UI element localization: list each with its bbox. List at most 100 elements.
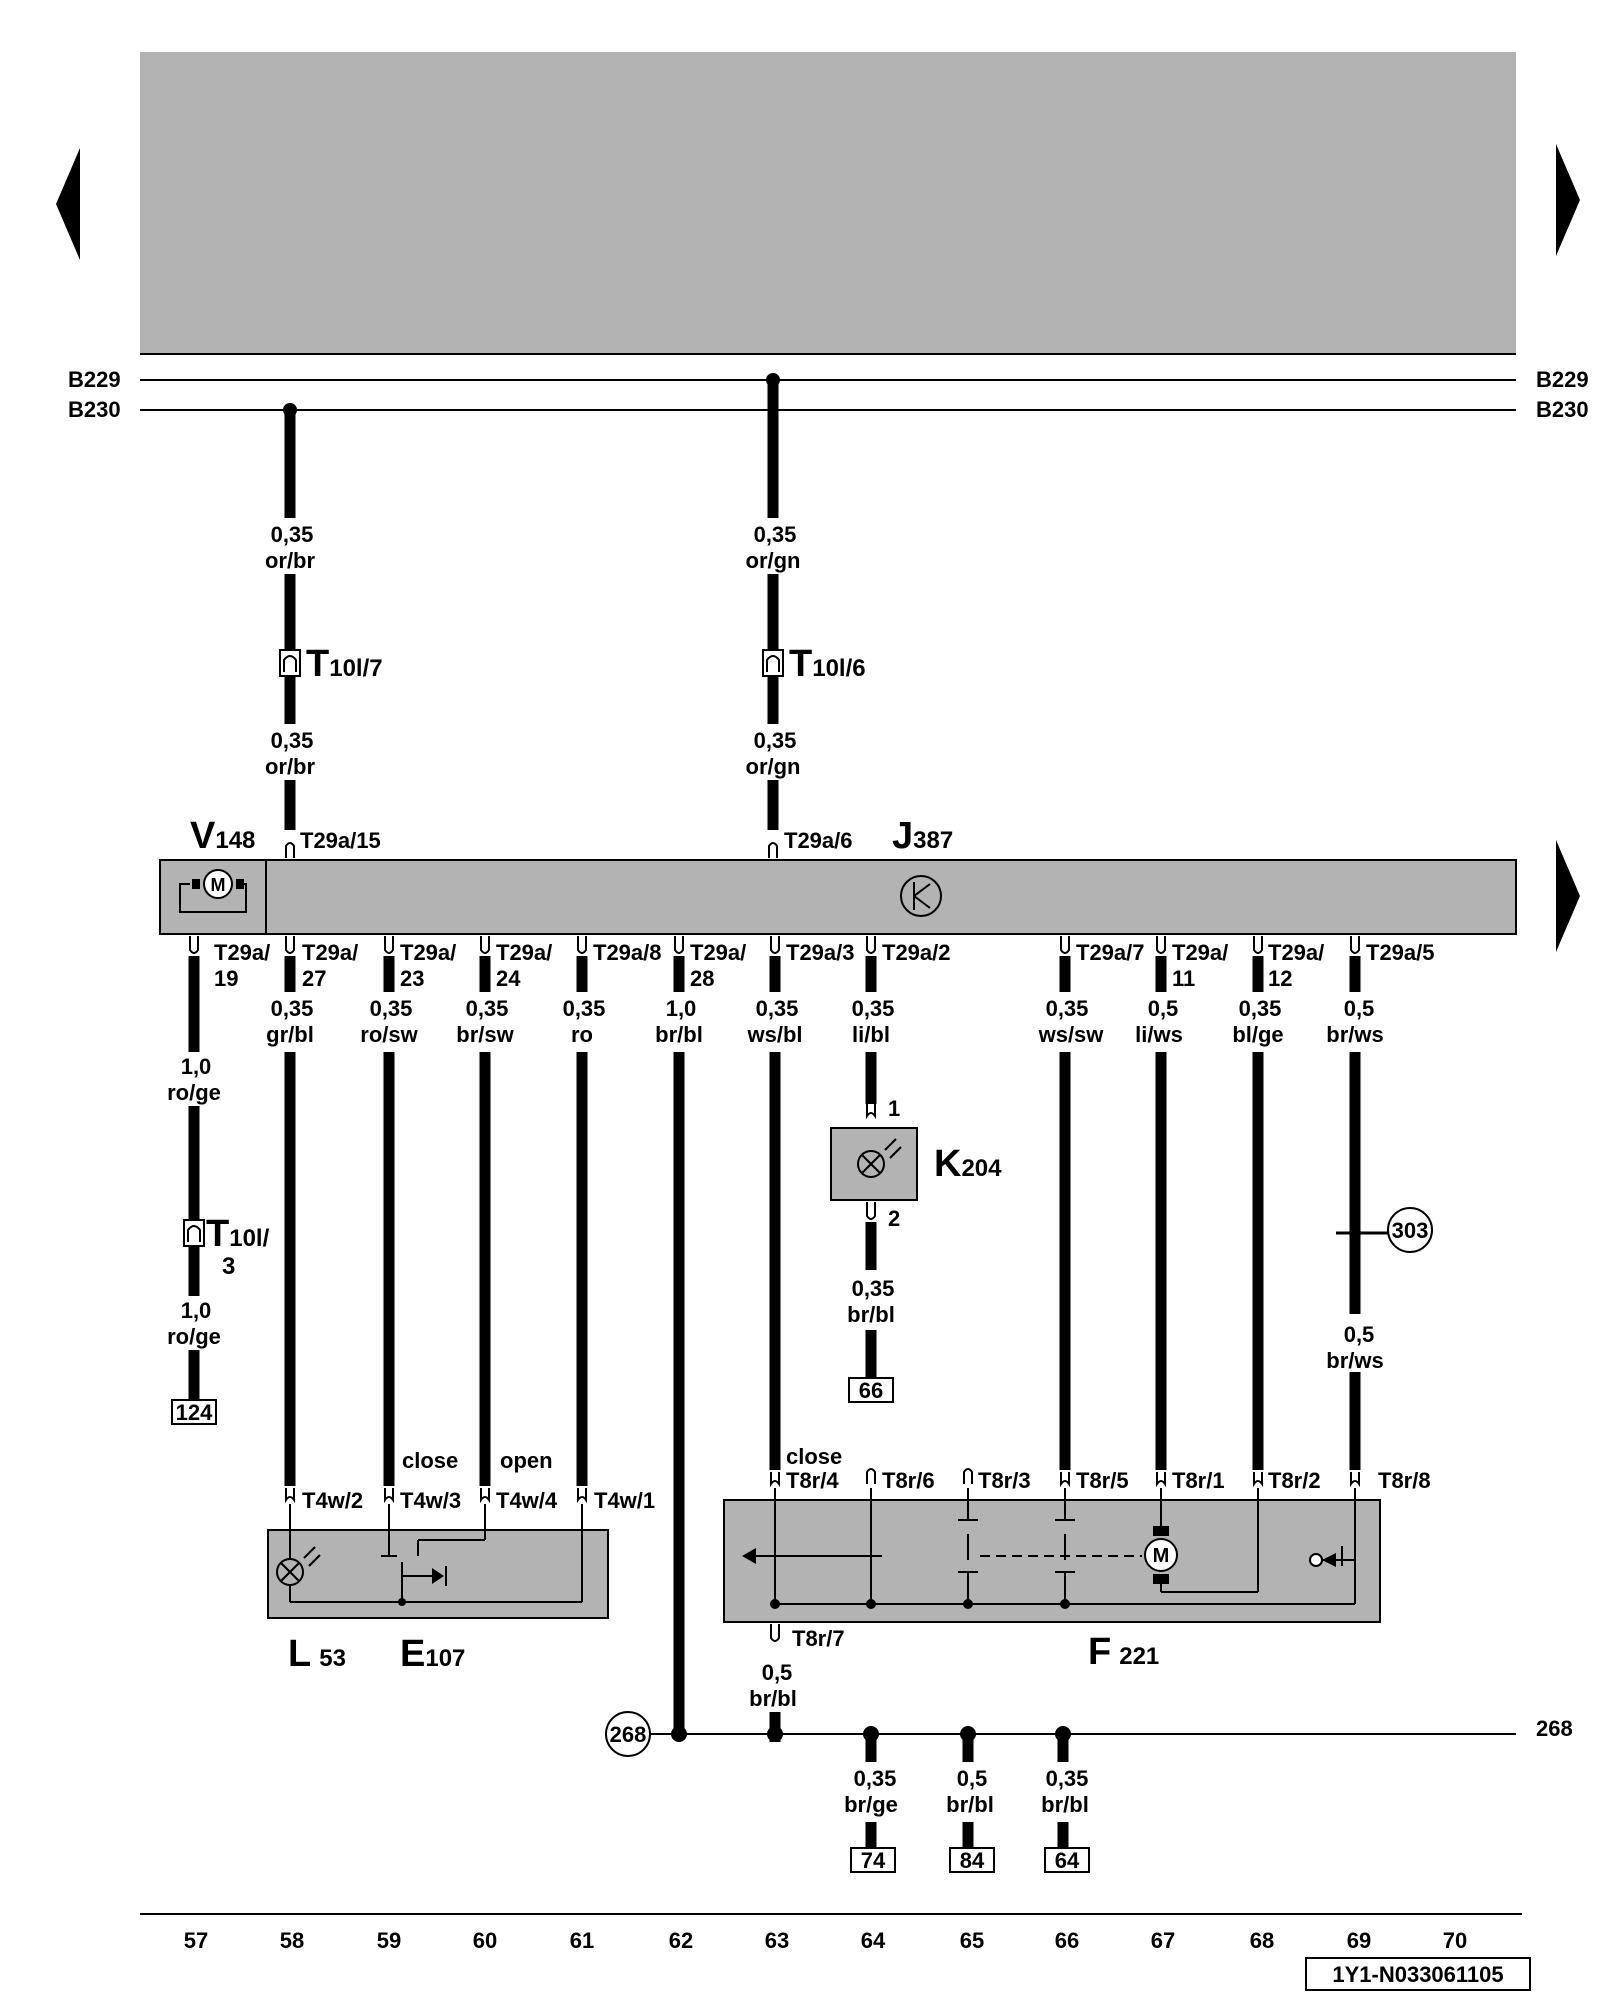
wire-label-size: 0,5 — [1344, 1322, 1375, 1347]
wires-col58-61 — [284, 956, 588, 1486]
wire-label-size: 0,5 — [1344, 996, 1375, 1021]
lamp-l53-icon — [276, 1546, 321, 1586]
connector-t10l6-icon — [762, 649, 784, 677]
wire-label-size: 0,35 — [271, 522, 314, 547]
wire-label-color: or/gn — [746, 548, 801, 573]
column-number: 59 — [377, 1928, 401, 1953]
connector-t8r5-label: T8r/5 — [1076, 1468, 1129, 1493]
upper-section-placeholder — [140, 52, 1516, 354]
wire-label-size: 0,35 — [1046, 1766, 1089, 1791]
connector-t29a23-label: T29a/23 — [400, 940, 456, 991]
reference-124[interactable]: 124 — [176, 1400, 213, 1425]
warning-lamp-k204-icon — [857, 1138, 902, 1178]
wire-label-size: 0,35 — [563, 996, 606, 1021]
wire-label-size: 0,5 — [762, 1660, 793, 1685]
connector-t10l3-label: T10l/3 — [206, 1213, 270, 1280]
l53-e107-internal-wiring — [289, 1504, 583, 1603]
diagram-id-box — [1305, 1957, 1531, 1991]
connector-t8r4-label: T8r/4 — [786, 1468, 839, 1493]
connector-t10l7-label: T10l/7 — [306, 643, 383, 685]
reference-66[interactable]: 66 — [859, 1378, 883, 1403]
wire-label-size: 0,35 — [756, 996, 799, 1021]
connector-t8r8-label: T8r/8 — [1378, 1468, 1431, 1493]
connector-t29a19-label: T29a/19 — [214, 940, 270, 991]
wire-label-color: bl/ge — [1232, 1022, 1283, 1047]
column-number: 66 — [1055, 1928, 1079, 1953]
column-number: 62 — [669, 1928, 693, 1953]
wire-label-size: 0,35 — [852, 996, 895, 1021]
column-number: 63 — [765, 1928, 789, 1953]
switch-open-label: open — [500, 1448, 553, 1473]
wire-label-size: 0,35 — [370, 996, 413, 1021]
connector-k204-pin1-label: 1 — [888, 1096, 900, 1121]
wire-label-size: 0,35 — [271, 996, 314, 1021]
connector-t10l6-label: T10l/6 — [789, 643, 866, 685]
connector-t8r7-label: T8r/7 — [792, 1626, 845, 1651]
column-number: 61 — [570, 1928, 594, 1953]
connector-t10l7-icon — [279, 649, 301, 677]
column-number: 69 — [1347, 1928, 1371, 1953]
motor-v148-icon: M — [179, 869, 247, 913]
wire-label-color: br/bl — [749, 1686, 797, 1711]
wire-label-color: br/sw — [456, 1022, 514, 1047]
component-f221-box — [723, 1499, 1381, 1623]
wire-label-size: 0,35 — [754, 522, 797, 547]
wire-label-size: 0,35 — [852, 1276, 895, 1301]
connector-t4w2-label: T4w/2 — [302, 1488, 363, 1513]
column-number: 65 — [960, 1928, 984, 1953]
connector-k204-pin2-label: 2 — [888, 1206, 900, 1231]
next-page-arrow-icon[interactable] — [1556, 144, 1580, 256]
svg-text:M: M — [211, 875, 226, 895]
motor-f221-icon: M — [1144, 1526, 1178, 1584]
bus-b229-label-right: B229 — [1536, 367, 1589, 392]
wire-label-color: br/bl — [847, 1302, 895, 1327]
bus-b230-label-left: B230 — [68, 397, 121, 422]
wire-label-color: ro/sw — [360, 1022, 418, 1047]
reference-84[interactable]: 84 — [960, 1848, 985, 1873]
wire-label-size: 1,0 — [181, 1298, 212, 1323]
connector-t8r3-label: T8r/3 — [978, 1468, 1031, 1493]
reference-303[interactable]: 303 — [1392, 1218, 1429, 1243]
wire-label-size: 0,35 — [854, 1766, 897, 1791]
connector-t29a24-label: T29a/24 — [496, 940, 552, 991]
connector-t10l3-icon — [183, 1219, 205, 1247]
wire-label-color: br/ws — [1326, 1022, 1383, 1047]
connector-t29a7-label: T29a/7 — [1076, 940, 1145, 965]
continue-right-arrow-icon[interactable] — [1556, 840, 1580, 952]
connector-t29a28-label: T29a/28 — [690, 940, 746, 991]
wire-label-color: ro — [571, 1022, 593, 1047]
diagram-id: 1Y1-N033061105 — [1332, 1962, 1503, 1987]
connector-t29a27-label: T29a/27 — [302, 940, 358, 991]
column-number: 70 — [1443, 1928, 1467, 1953]
column-number: 68 — [1250, 1928, 1274, 1953]
wire-label-size: 0,35 — [1046, 996, 1089, 1021]
connector-t4w4-label: T4w/4 — [496, 1488, 558, 1513]
reference-268-circle[interactable]: 268 — [610, 1722, 647, 1747]
reference-268-right[interactable]: 268 — [1536, 1716, 1573, 1741]
control-unit-j387-box — [159, 859, 1517, 935]
column-number: 67 — [1151, 1928, 1175, 1953]
switch-close-label: close — [786, 1444, 842, 1469]
connector-t29a2-label: T29a/2 — [882, 940, 951, 965]
column-number: 64 — [861, 1928, 886, 1953]
ground-branches — [865, 1734, 1069, 1848]
wire-label-color: br/bl — [946, 1792, 994, 1817]
connector-t8r2-label: T8r/2 — [1268, 1468, 1321, 1493]
connector-t29a5-label: T29a/5 — [1366, 940, 1435, 965]
column-number: 58 — [280, 1928, 304, 1953]
reference-74[interactable]: 74 — [861, 1848, 886, 1873]
previous-page-arrow-icon[interactable] — [56, 148, 80, 260]
component-j387-label: J387 — [892, 815, 953, 857]
wire-label-size: 0,5 — [1148, 996, 1179, 1021]
connector-t4w1-label: T4w/1 — [594, 1488, 655, 1513]
wire-label-color: or/br — [265, 754, 316, 779]
connector-t8r1-label: T8r/1 — [1172, 1468, 1225, 1493]
wire-label-color: gr/bl — [266, 1022, 314, 1047]
connector-t29a11-label: T29a/11 — [1172, 940, 1228, 991]
reference-64[interactable]: 64 — [1055, 1848, 1080, 1873]
wire-label-color: br/bl — [655, 1022, 703, 1047]
wire-label-color: li/ws — [1135, 1022, 1183, 1047]
